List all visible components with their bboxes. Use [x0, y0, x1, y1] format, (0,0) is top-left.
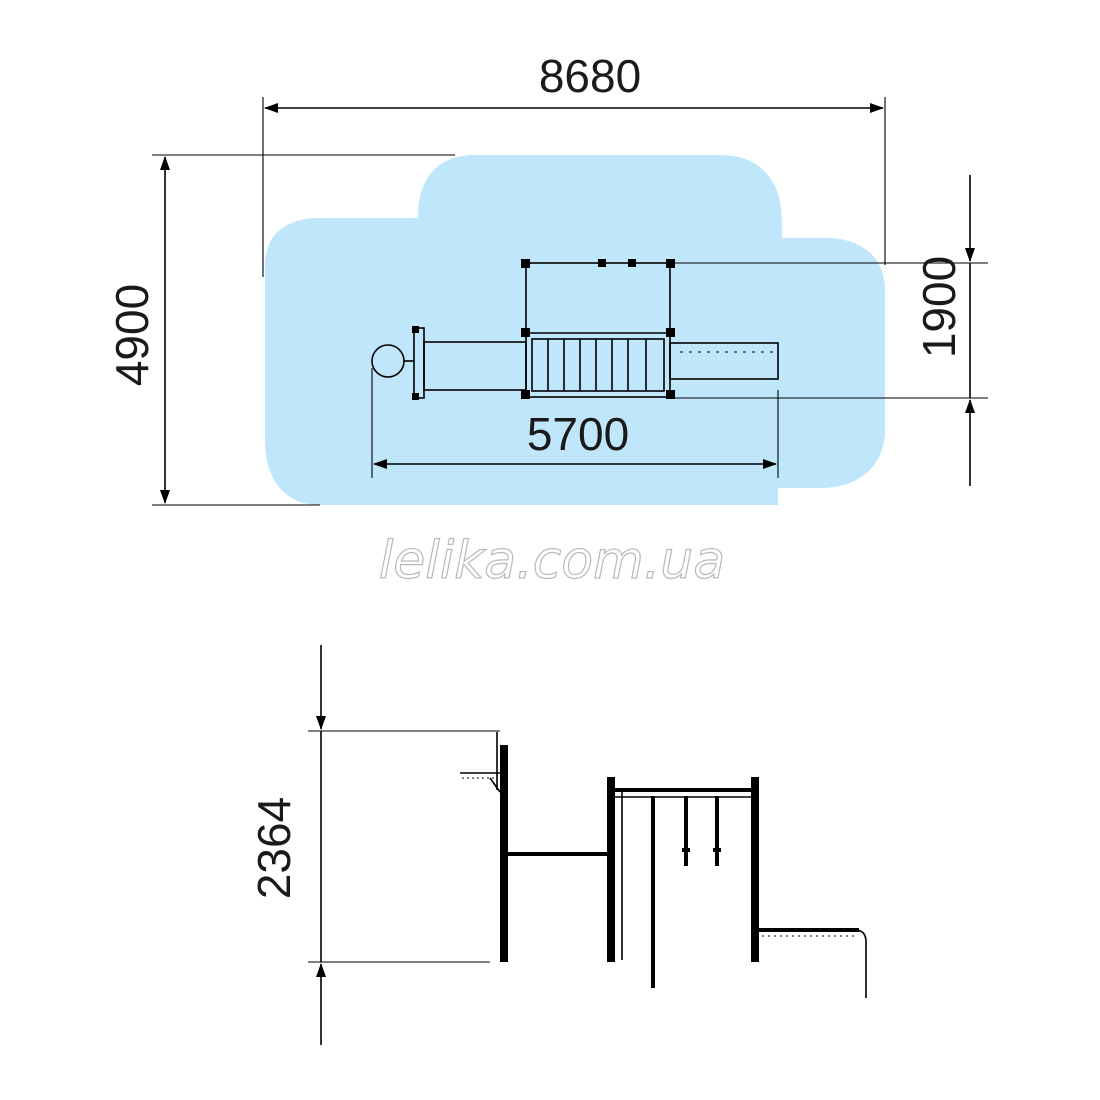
tower-post-left — [607, 777, 615, 962]
bridge-beam — [508, 852, 608, 856]
watermark-text: lelika.com.ua — [379, 531, 725, 591]
structure-elevation — [460, 732, 867, 998]
hanging-rung — [684, 796, 688, 866]
dim-total-length: 8680 — [539, 50, 641, 102]
rung-knot — [682, 848, 690, 852]
post — [598, 259, 606, 267]
post — [666, 328, 675, 337]
side-view: 2364 — [248, 645, 867, 1045]
plan-view: 8680 4900 1900 5700 — [106, 50, 988, 506]
tower-roof-beam — [615, 788, 751, 792]
pole — [651, 796, 655, 988]
post — [412, 326, 419, 333]
post — [521, 259, 530, 268]
step-leg — [854, 929, 867, 998]
panel-arm-brace — [489, 777, 501, 793]
step-platform — [759, 928, 859, 932]
dim-total-width: 4900 — [106, 284, 158, 386]
post — [521, 390, 530, 399]
post — [521, 328, 530, 337]
ladder-rungs-frame — [531, 338, 665, 392]
post — [412, 393, 419, 400]
post — [628, 259, 636, 267]
safety-zone — [265, 155, 885, 505]
post — [666, 259, 675, 268]
left-post — [500, 745, 508, 962]
dim-structure-width: 1900 — [913, 256, 965, 358]
step-board — [669, 342, 779, 380]
dim-structure-length: 5700 — [527, 408, 629, 460]
dim-height: 2364 — [248, 797, 300, 899]
tower-post-right — [751, 777, 759, 962]
rung-knot — [713, 848, 721, 852]
hanging-rung — [715, 796, 719, 866]
structure-plan — [371, 259, 779, 400]
post — [666, 390, 675, 399]
